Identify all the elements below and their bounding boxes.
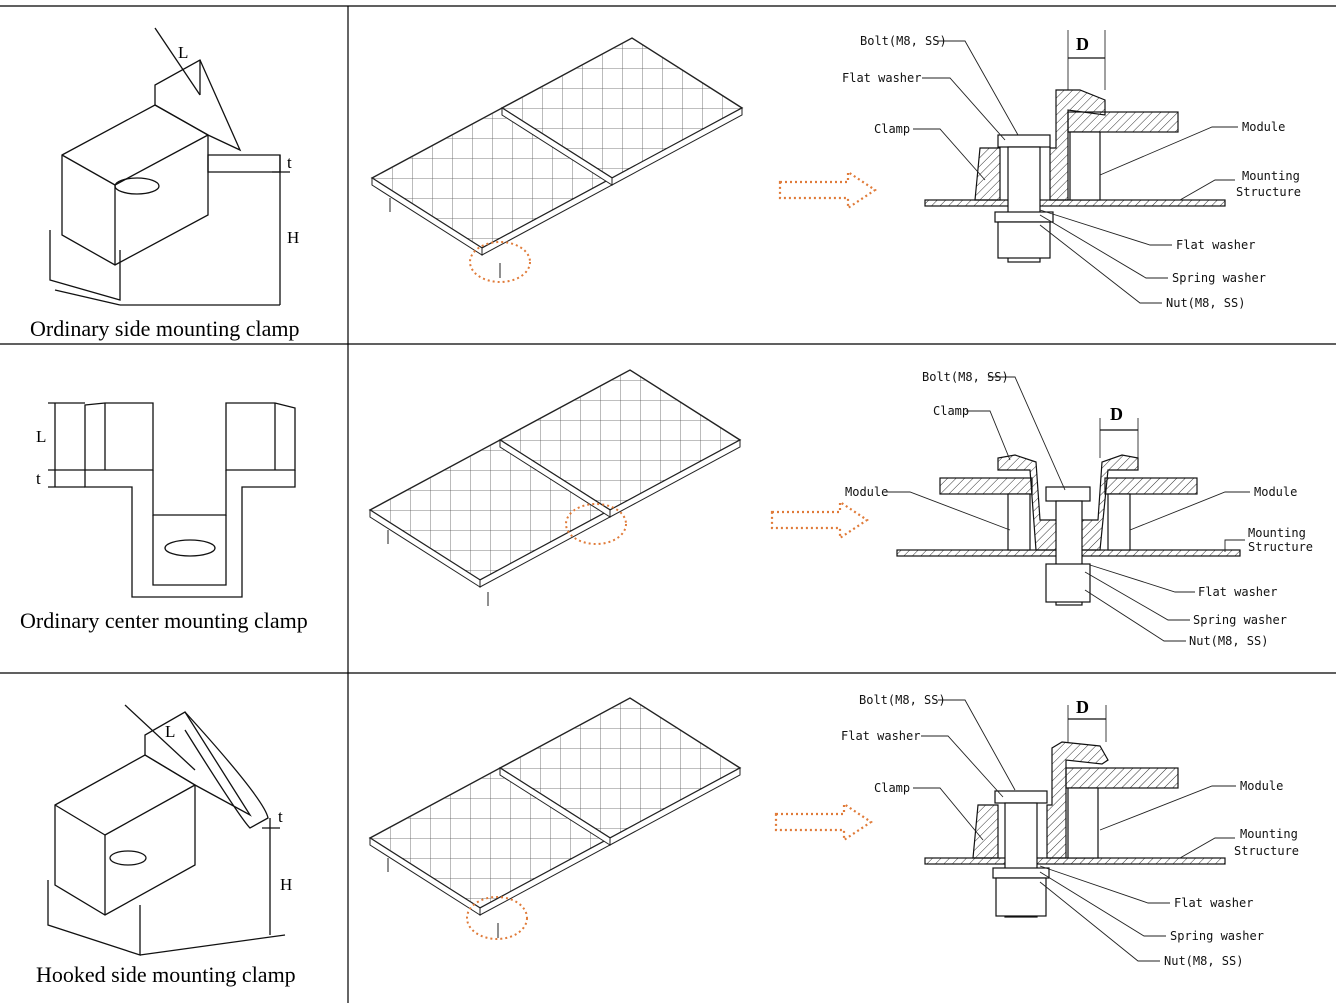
highlight-circle [466, 896, 528, 940]
label-mounting: Mounting [1242, 169, 1300, 183]
center-clamp-cross-section [896, 418, 1241, 606]
label-spring-washer: Spring washer [1170, 929, 1264, 943]
label-spring-washer: Spring washer [1172, 271, 1266, 285]
dim-label-h: H [280, 875, 292, 894]
caption-ordinary-side-clamp: Ordinary side mounting clamp [30, 316, 300, 341]
label-flat-washer-top: Flat washer [841, 729, 920, 743]
dim-label-h: H [287, 228, 299, 247]
label-clamp: Clamp [874, 781, 910, 795]
hooked-clamp-cross-section [924, 705, 1226, 918]
dim-label-l: L [178, 43, 188, 62]
dim-label-d: D [1076, 697, 1089, 717]
solar-panel-array [369, 369, 741, 606]
label-structure: Structure [1248, 540, 1313, 554]
label-mounting: Mounting [1248, 526, 1306, 540]
label-spring-washer: Spring washer [1193, 613, 1287, 627]
label-nut: Nut(M8, SS) [1164, 954, 1243, 968]
caption-hooked-side-clamp: Hooked side mounting clamp [36, 962, 296, 987]
solar-panel-array [371, 37, 743, 278]
direction-arrow [774, 802, 873, 842]
label-flat-washer: Flat washer [1174, 896, 1253, 910]
label-mounting: Mounting [1240, 827, 1298, 841]
label-structure: Structure [1236, 185, 1301, 199]
dim-label-l: L [36, 427, 46, 446]
label-module-right: Module [1254, 485, 1297, 499]
direction-arrow [770, 500, 869, 540]
label-bolt: Bolt(M8, SS) [922, 370, 1009, 384]
label-clamp: Clamp [874, 122, 910, 136]
label-nut: Nut(M8, SS) [1166, 296, 1245, 310]
solar-panel-array [369, 697, 741, 938]
label-flat-washer: Flat washer [1198, 585, 1277, 599]
label-clamp: Clamp [933, 404, 969, 418]
dim-label-t: t [287, 153, 292, 172]
label-module: Module [1240, 779, 1283, 793]
highlight-circle [565, 503, 627, 545]
direction-arrow [778, 170, 877, 210]
highlight-circle [469, 241, 531, 283]
side-clamp-cross-section [924, 30, 1226, 263]
label-flat-washer-top: Flat washer [842, 71, 921, 85]
ordinary-side-clamp-sketch [49, 27, 290, 306]
dim-label-d: D [1110, 404, 1123, 424]
label-flat-washer: Flat washer [1176, 238, 1255, 252]
label-bolt: Bolt(M8, SS) [860, 34, 947, 48]
dim-label-l: L [165, 722, 175, 741]
label-structure: Structure [1234, 844, 1299, 858]
table-grid [0, 5, 1336, 1003]
hooked-side-clamp-sketch [47, 704, 286, 956]
label-module: Module [1242, 120, 1285, 134]
leader-lines [913, 699, 1236, 962]
label-nut: Nut(M8, SS) [1189, 634, 1268, 648]
dim-label-t: t [36, 469, 41, 488]
center-clamp-sketch [48, 402, 296, 598]
leader-lines [913, 40, 1238, 304]
dim-label-d: D [1076, 34, 1089, 54]
caption-ordinary-center-clamp: Ordinary center mounting clamp [20, 608, 308, 633]
label-module-left: Module [845, 485, 888, 499]
dim-label-t: t [278, 807, 283, 826]
label-bolt: Bolt(M8, SS) [859, 693, 946, 707]
leader-lines [884, 376, 1250, 642]
